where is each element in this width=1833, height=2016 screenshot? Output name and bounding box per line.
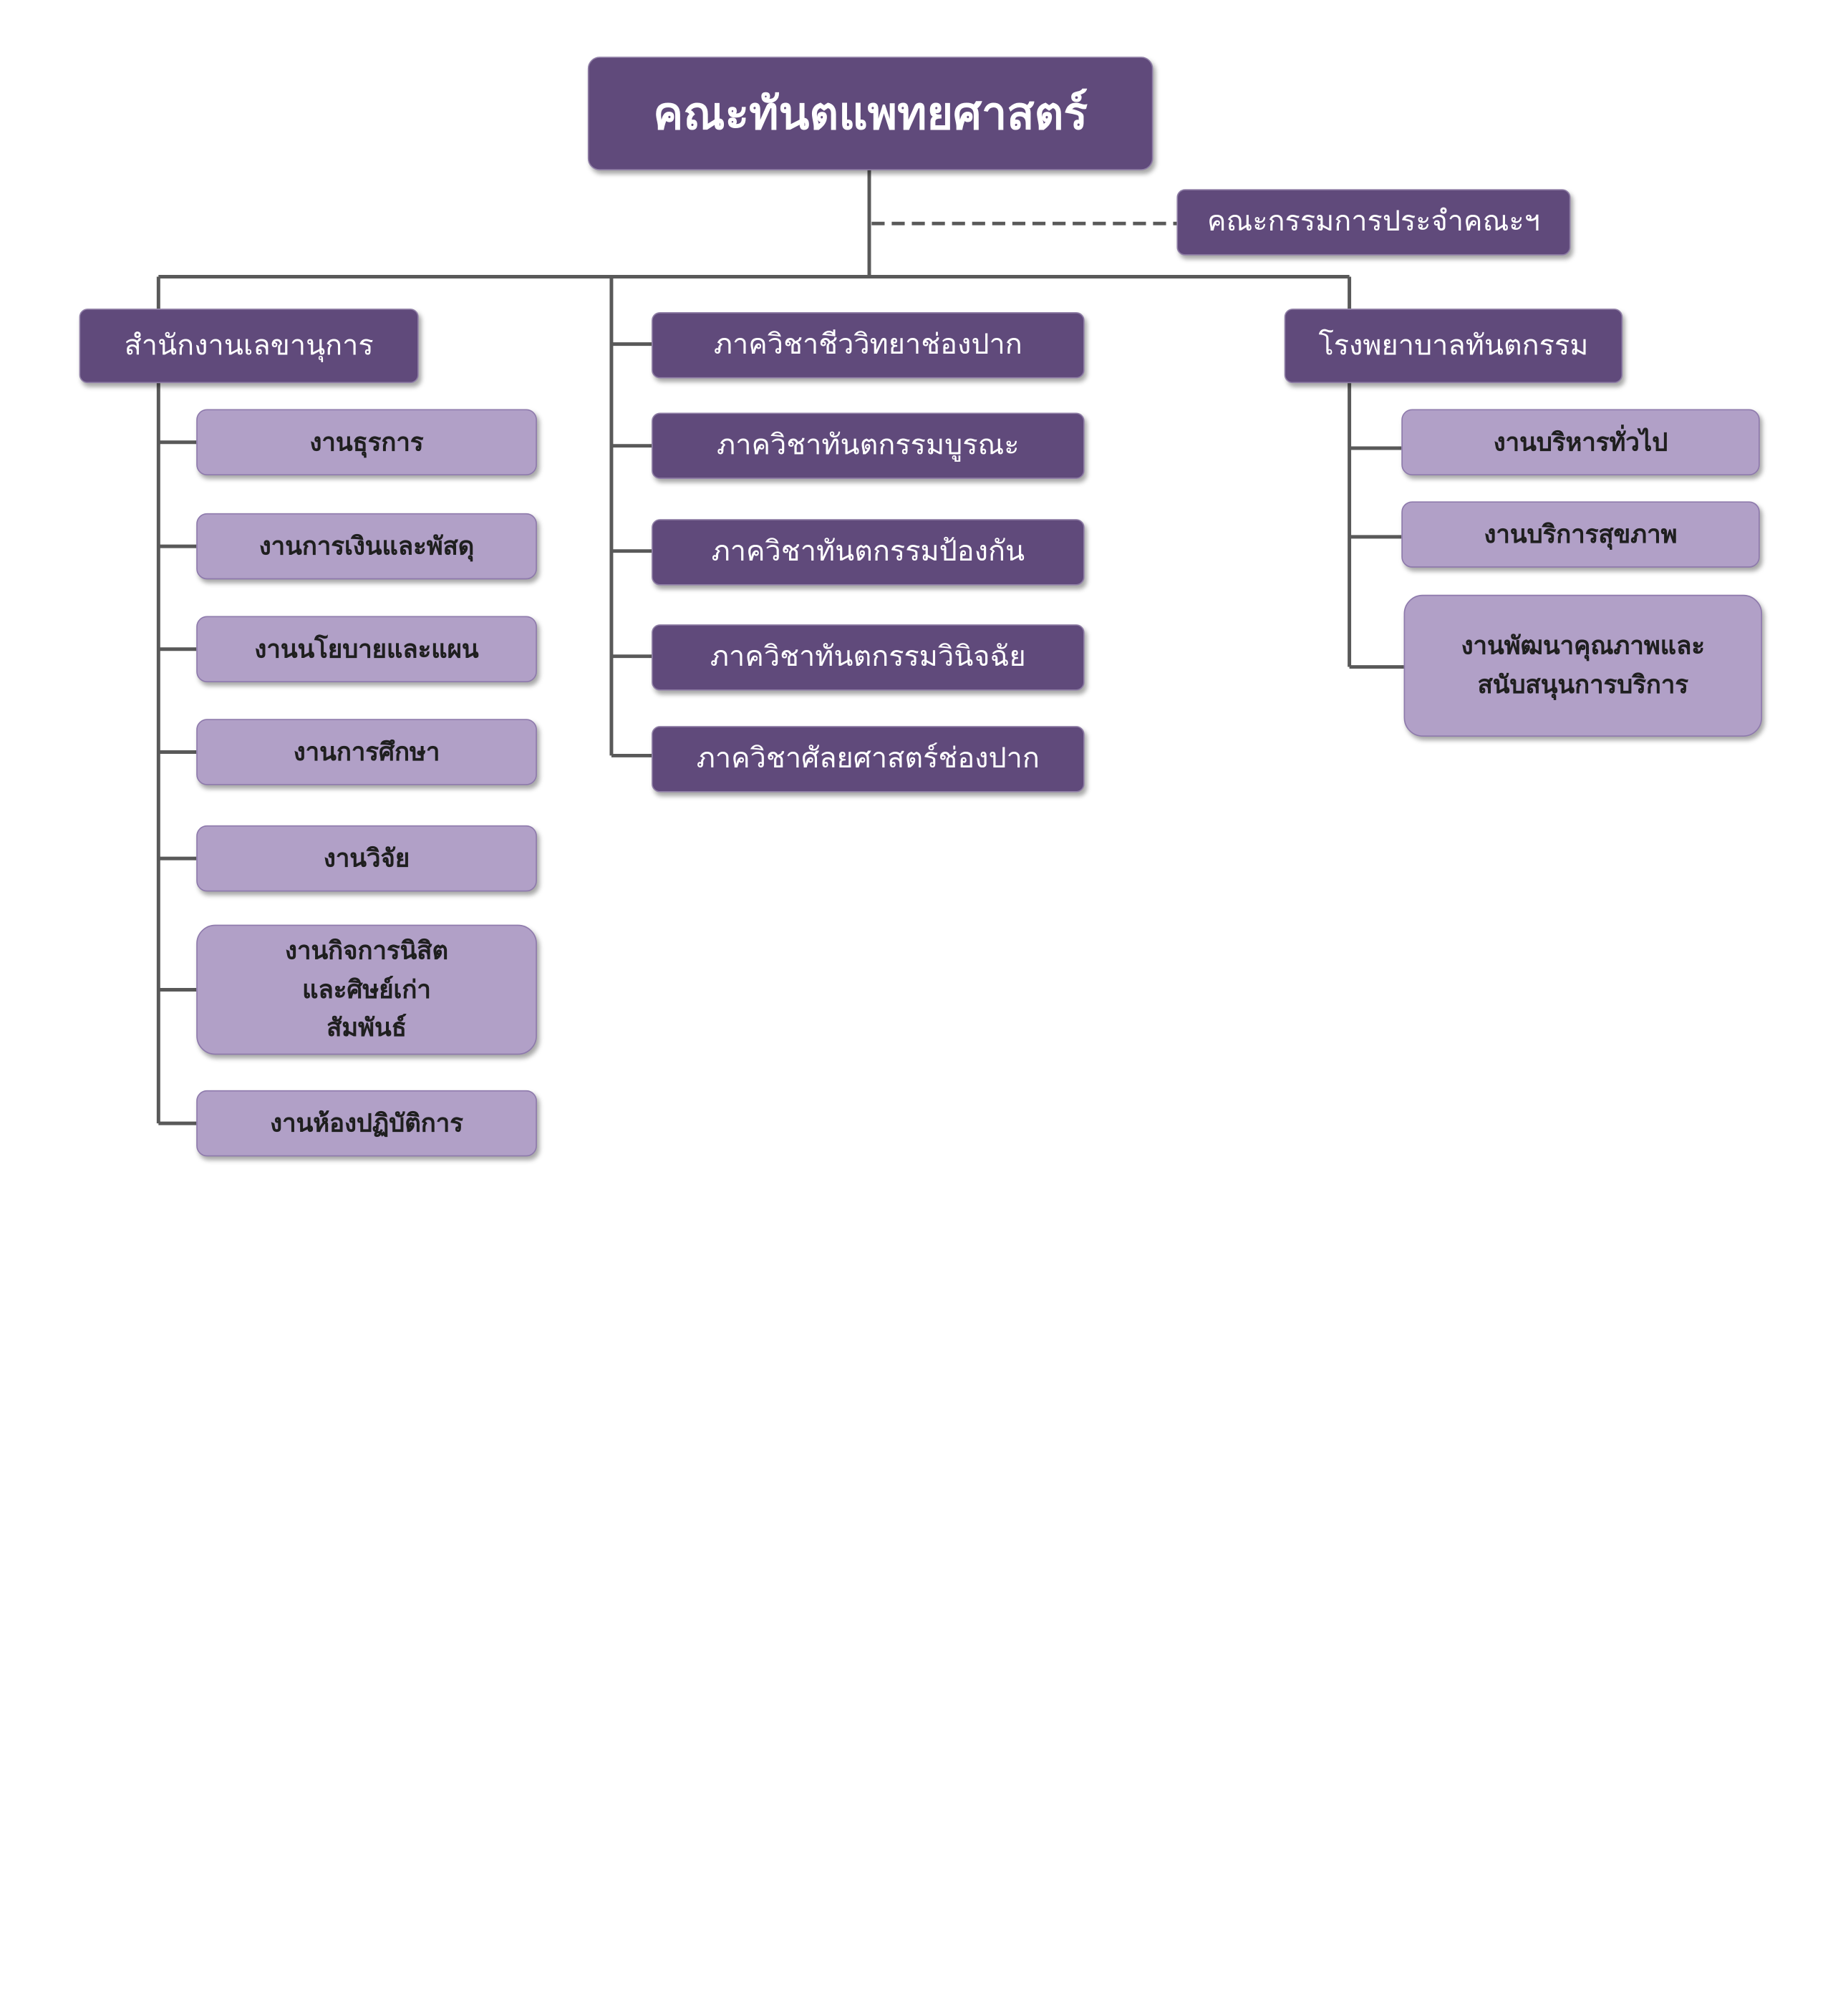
office-unit-box: งานห้องปฏิบัติการ [196,1090,537,1157]
department-box: ภาควิชาชีววิทยาช่องปาก [652,312,1085,379]
office-unit-label: งานห้องปฏิบัติการ [270,1108,463,1138]
office-unit-label: งานกิจการนิสิตและศิษย์เก่าสัมพันธ์ [285,936,449,1042]
office-unit-label: งานการเงินและพัสดุ [258,531,475,561]
office-unit-box: งานนโยบายและแผน [196,616,537,683]
office-unit-box: งานธุรการ [196,409,537,475]
department-box: ภาควิชาทันตกรรมป้องกัน [652,519,1085,586]
department-box: ภาควิชาทันตกรรมบูรณะ [652,412,1085,479]
office-unit-box: งานการศึกษา [196,719,537,785]
hospital-unit-label: งานบริการสุขภาพ [1484,520,1678,548]
office-unit-box: งานวิจัย [196,825,537,892]
root-faculty-box: คณะทันตแพทยศาสตร์ [587,57,1154,170]
office-unit-box: งานกิจการนิสิตและศิษย์เก่าสัมพันธ์ [196,924,537,1055]
hospital-box: โรงพยาบาลทันตกรรม [1284,309,1623,384]
office-box: สำนักงานเลขานุการ [79,309,419,384]
department-label: ภาควิชาศัลยศาสตร์ช่องปาก [696,742,1040,775]
office-unit-label: งานการศึกษา [293,737,440,766]
hospital-unit-box: งานพัฒนาคุณภาพและสนับสนุนการบริการ [1403,594,1763,737]
department-label: ภาควิชาทันตกรรมวินิจฉัย [710,640,1026,674]
hospital-unit-box: งานบริการสุขภาพ [1401,501,1760,568]
root-faculty-label: คณะทันตแพทยศาสตร์ [653,87,1088,140]
connector-lines [156,169,1404,1125]
department-label: ภาควิชาชีววิทยาช่องปาก [713,328,1022,362]
office-unit-label: งานนโยบายและแผน [254,634,479,664]
office-unit-label: งานธุรการ [309,427,424,457]
hospital-unit-label: งานพัฒนาคุณภาพและสนับสนุนการบริการ [1461,631,1705,699]
office-unit-box: งานการเงินและพัสดุ [196,513,537,580]
office-unit-label: งานวิจัย [323,843,410,873]
department-label: ภาควิชาทันตกรรมป้องกัน [711,535,1025,568]
hospital-unit-box: งานบริหารทั่วไป [1401,409,1760,475]
department-box: ภาควิชาทันตกรรมวินิจฉัย [652,624,1085,691]
committee-box: คณะกรรมการประจำคณะฯ [1176,189,1571,256]
department-label: ภาควิชาทันตกรรมบูรณะ [717,428,1020,462]
committee-label: คณะกรรมการประจำคณะฯ [1206,205,1540,238]
department-box: ภาควิชาศัลยศาสตร์ช่องปาก [652,726,1085,793]
hospital-label: โรงพยาบาลทันตกรรม [1318,329,1589,362]
office-label: สำนักงานเลขานุการ [124,329,374,362]
hospital-unit-label: งานบริหารทั่วไป [1493,427,1668,457]
